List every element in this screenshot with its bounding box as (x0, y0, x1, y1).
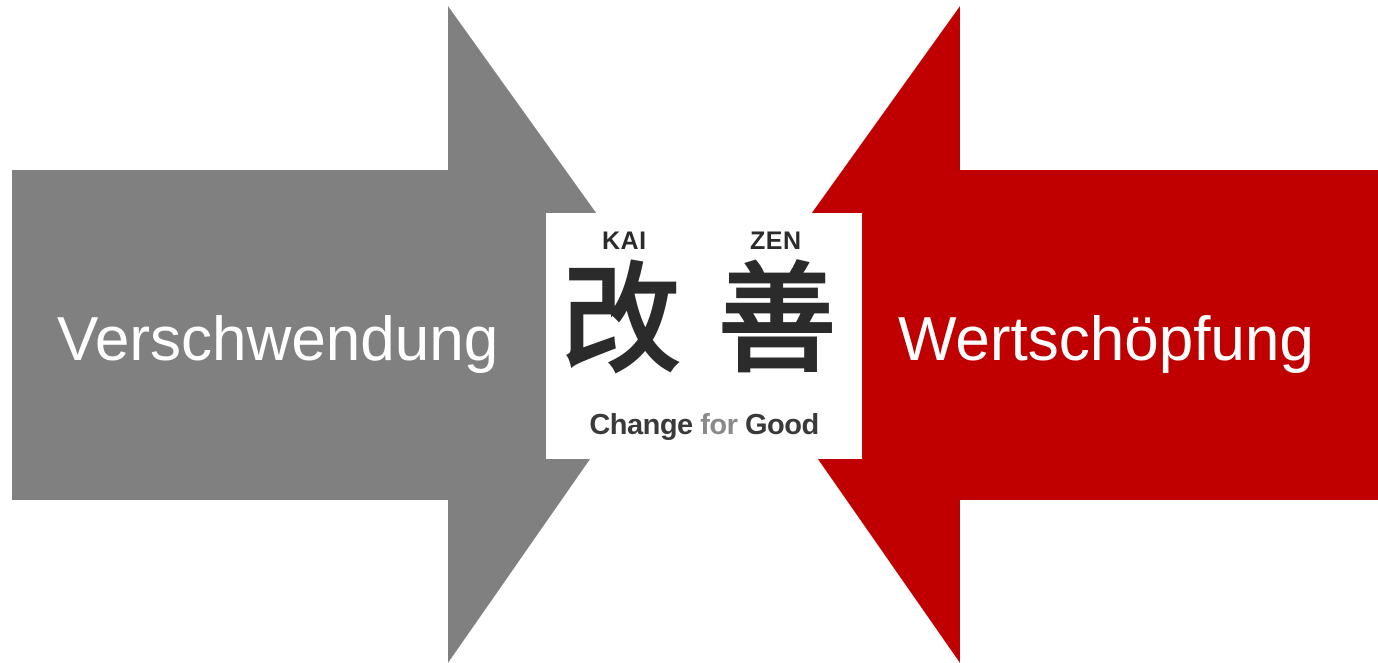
right-arrow-label: Wertschöpfung (898, 305, 1314, 374)
kaizen-logo: KAI ZEN 改 善 Change for Good (546, 213, 862, 459)
zen-syllable: ZEN (750, 227, 802, 255)
tagline: Change for Good (546, 409, 862, 442)
left-arrow-label: Verschwendung (57, 305, 498, 374)
tagline-good: Good (744, 409, 819, 441)
kai-kanji: 改 (562, 251, 681, 389)
right-arrow-value-creation (728, 6, 1378, 663)
zen-kanji: 善 (718, 251, 837, 389)
tagline-for: for (700, 409, 738, 441)
left-arrow-waste (12, 6, 680, 663)
kai-syllable: KAI (602, 227, 647, 255)
tagline-change: Change (589, 409, 693, 441)
